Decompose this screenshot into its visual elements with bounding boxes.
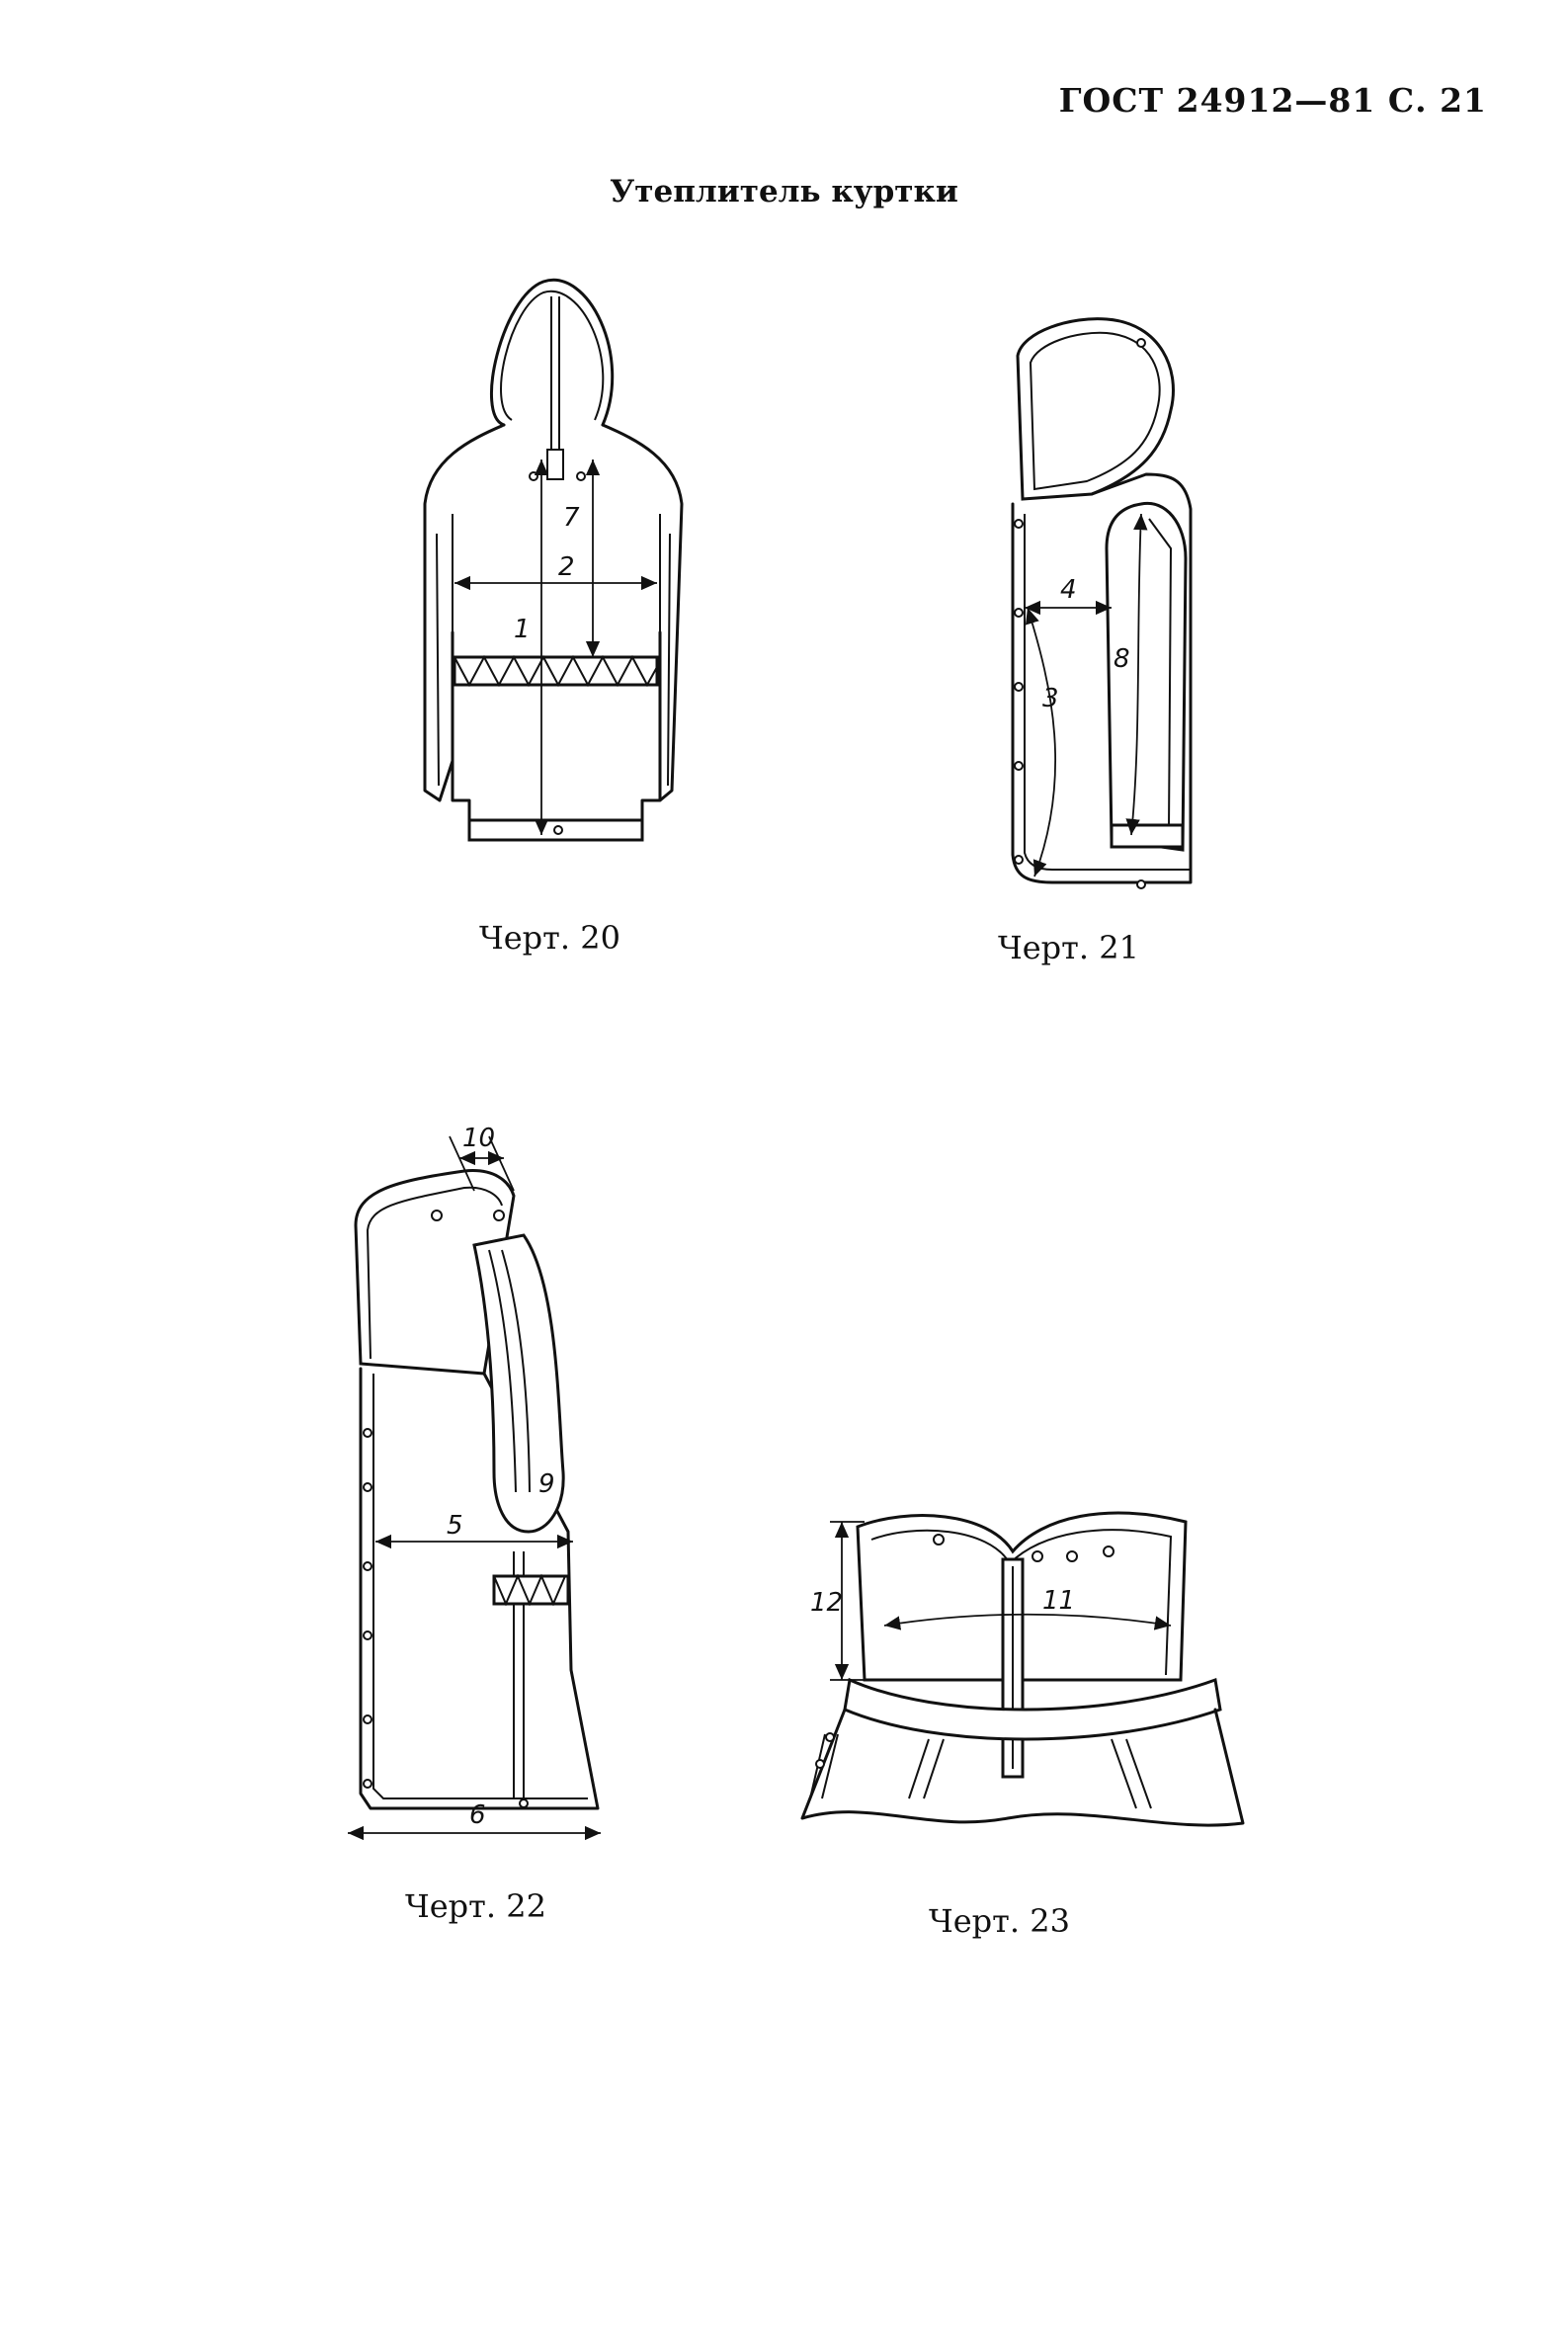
figure-20-dim-2: 2 xyxy=(558,552,575,582)
figure-22-drawing: 5 6 9 10 xyxy=(348,1124,601,1841)
figure-22-caption: Черт. 22 xyxy=(405,1887,546,1925)
figure-21-caption: Черт. 21 xyxy=(998,929,1139,966)
figure-20-dim-1: 1 xyxy=(514,615,531,644)
figure-21-dim-3: 3 xyxy=(1042,684,1059,713)
figure-23-dim-11: 11 xyxy=(1042,1586,1075,1616)
figure-22-dim-9: 9 xyxy=(538,1469,555,1499)
figure-21-dim-4: 4 xyxy=(1060,575,1077,605)
figure-22-dim-10: 10 xyxy=(462,1124,495,1153)
figure-22-dim-6: 6 xyxy=(469,1800,486,1830)
figure-22-dim-5: 5 xyxy=(447,1511,463,1541)
figure-20-drawing: 1 2 7 xyxy=(423,278,684,842)
figure-21-drawing: 3 4 8 xyxy=(1011,317,1193,889)
figure-23-caption: Черт. 23 xyxy=(929,1902,1070,1940)
figure-21-dim-8: 8 xyxy=(1114,644,1130,674)
figure-23-dim-12: 12 xyxy=(810,1588,843,1618)
figure-23-drawing: 11 12 xyxy=(800,1511,1245,1827)
figure-20-caption: Черт. 20 xyxy=(479,919,620,957)
page-title: Утеплитель куртки xyxy=(610,174,958,209)
page-header: ГОСТ 24912—81 С. 21 xyxy=(1058,81,1487,120)
figure-20-dim-7: 7 xyxy=(563,503,580,533)
